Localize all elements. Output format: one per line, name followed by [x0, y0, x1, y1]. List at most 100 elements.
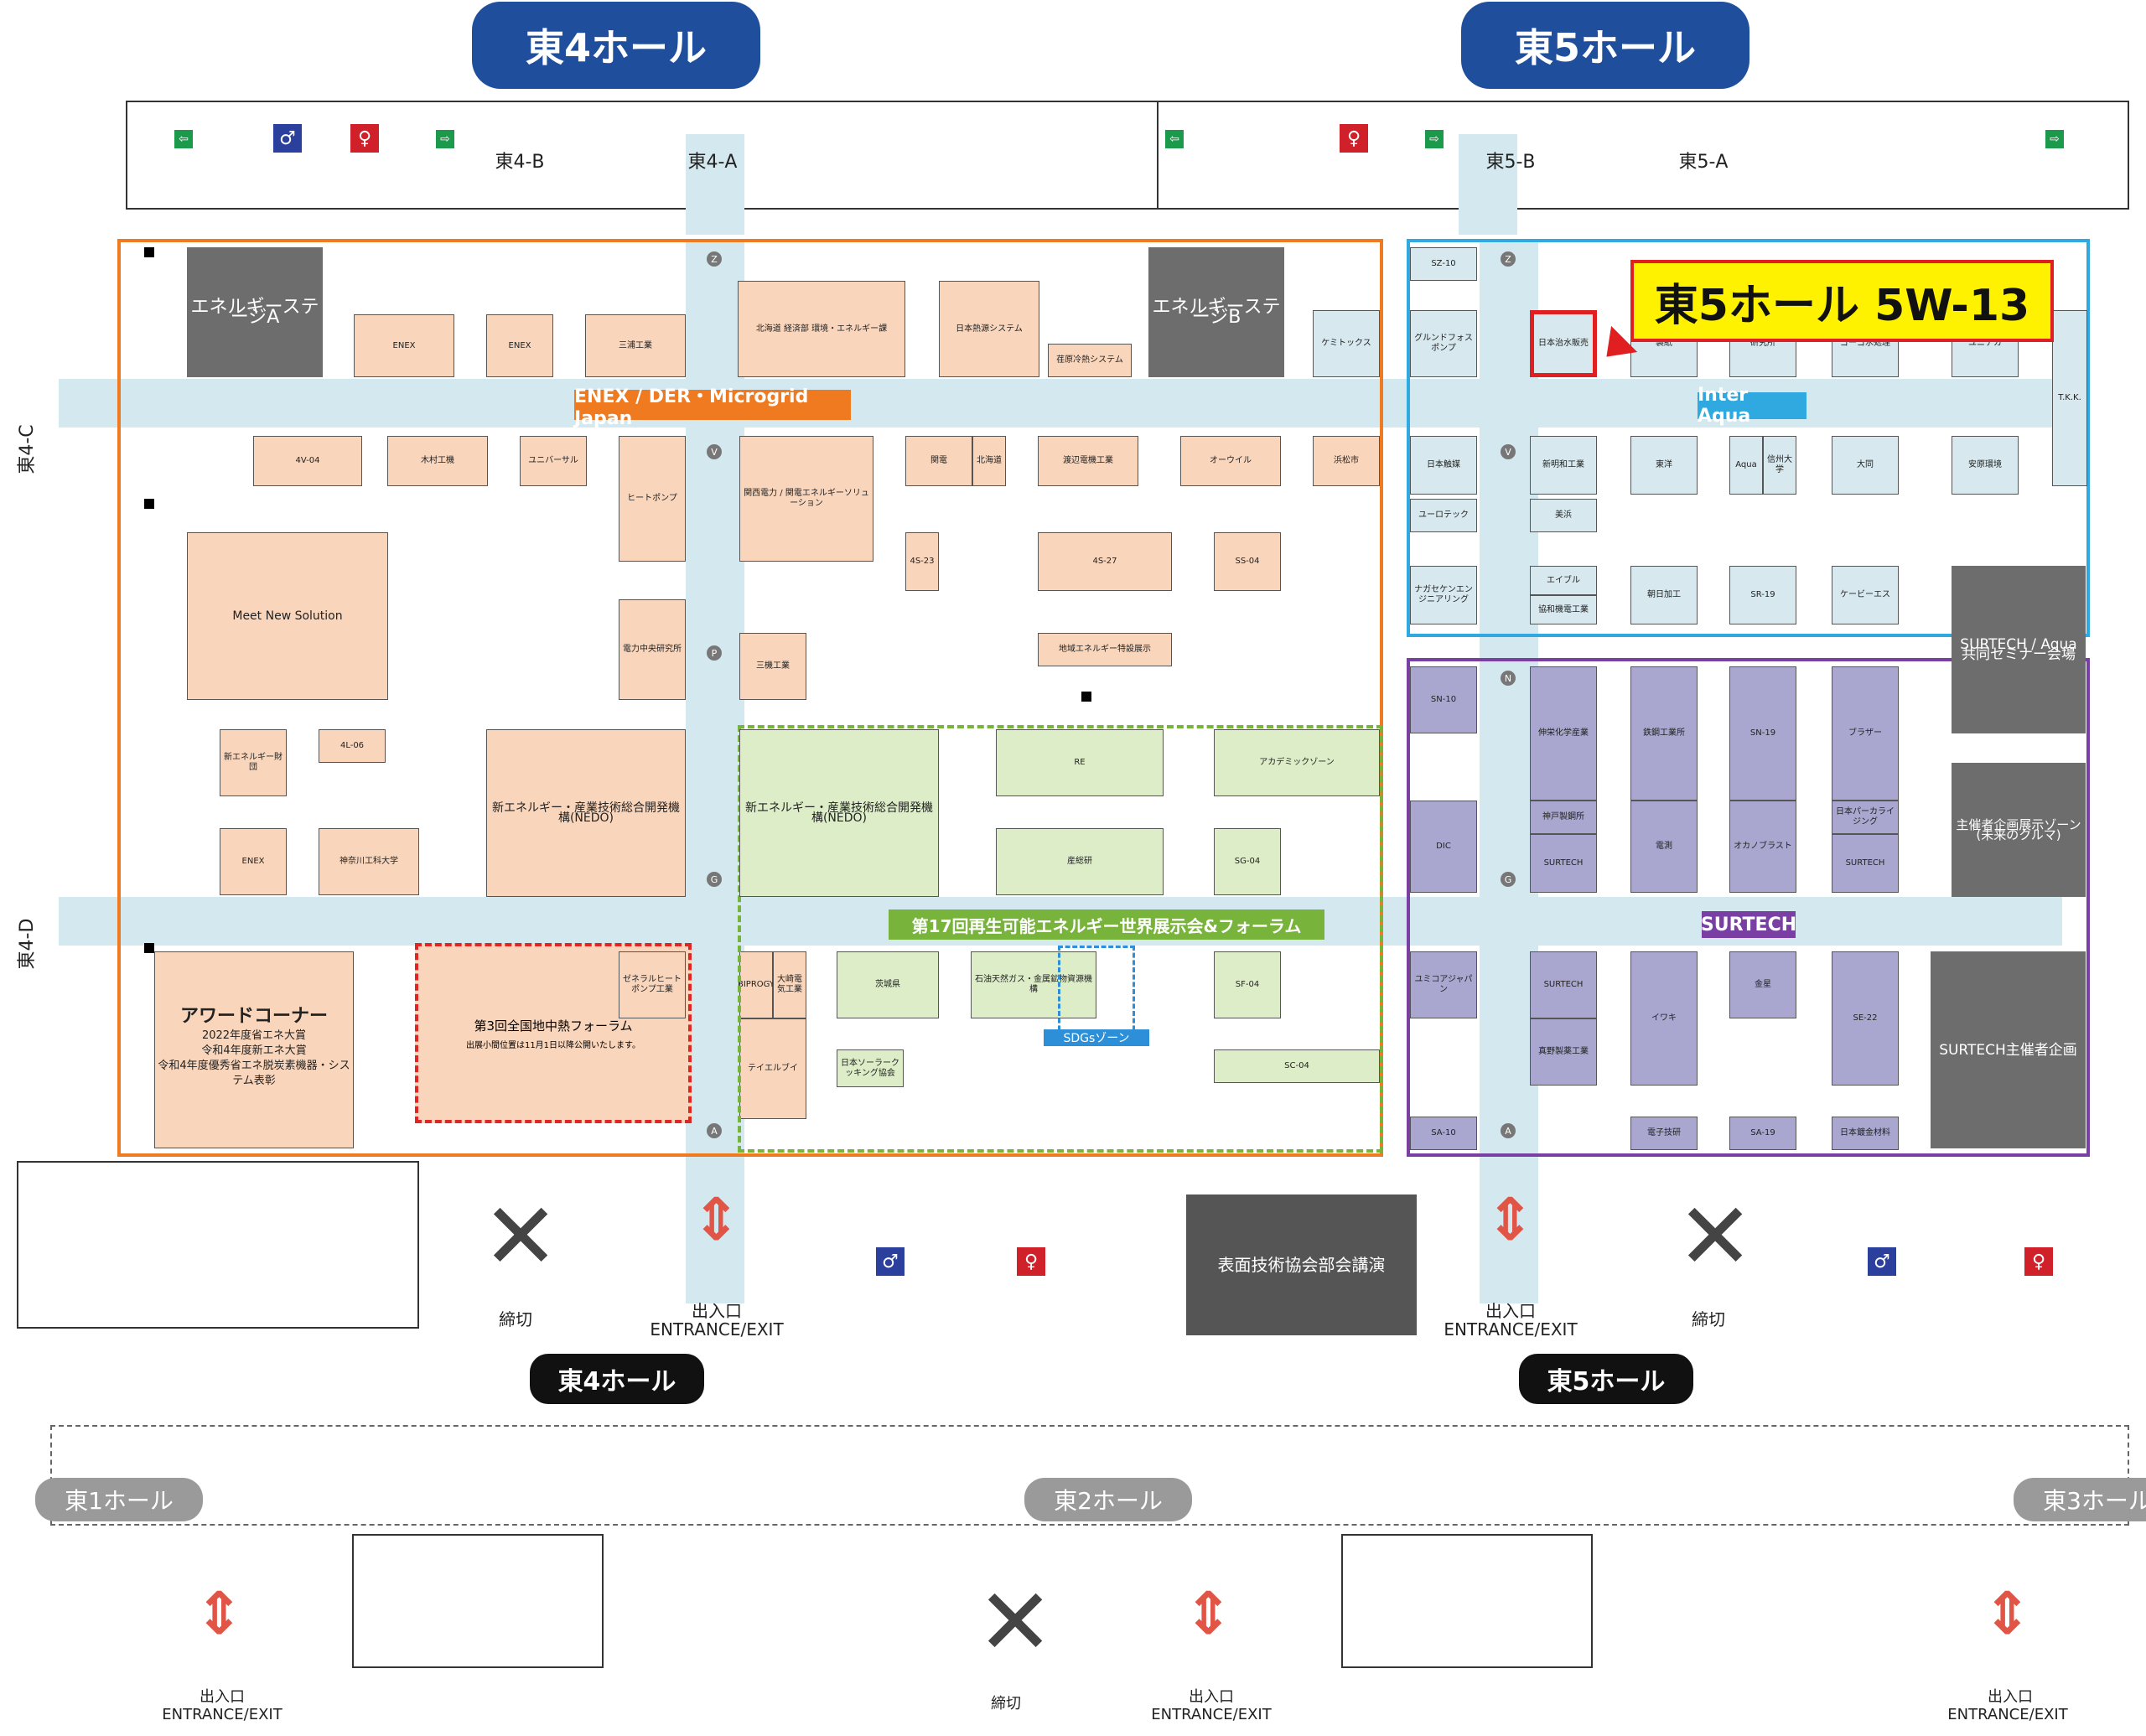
booth-4e-19[interactable]: 大崎電気工業 [773, 951, 806, 1018]
booth-re[interactable]: RE [996, 729, 1164, 796]
aisle-letter-v5: V [1501, 444, 1516, 459]
booth-5v-04[interactable]: オーウイル [1180, 436, 1281, 486]
booth-4w-18[interactable]: 北海道 経済部 環境・エネルギー課 [738, 281, 905, 377]
booth-5c-13[interactable]: 真野製薬工業 [1530, 1018, 1597, 1086]
booth-4v-04[interactable]: 4V-04 [253, 436, 362, 486]
female-toilet-icon: ♀ [1017, 1247, 1045, 1276]
male-toilet-icon: ♂ [876, 1247, 905, 1276]
booth-5w-10[interactable]: グルンドフォスポンプ [1410, 310, 1477, 377]
booth-5u-13[interactable]: 新明和工業 [1530, 436, 1597, 495]
booth-4p-27[interactable]: 地域エネルギー特設展示 [1038, 633, 1172, 666]
booth-4e-18[interactable]: BIPROGY [738, 951, 775, 1018]
booth-5g-13[interactable]: SURTECH [1530, 834, 1597, 893]
booth-4e-21[interactable]: 茨城県 [837, 951, 939, 1018]
booth-4e-25[interactable]: 石油天然ガス・金属鉱物資源機構 [971, 951, 1096, 1018]
booth-4u-12[interactable]: ユニバーサル [520, 436, 587, 486]
booth-sc-04[interactable]: SC-04 [1214, 1049, 1380, 1083]
booth-4g-25[interactable]: 産総研 [996, 828, 1164, 895]
entrance-en: ENTRANCE/EXIT [650, 1319, 784, 1340]
booth-5a-22[interactable]: 日本鍍金材料 [1832, 1117, 1899, 1150]
booth-5u-25[interactable]: 安原環境 [1952, 436, 2019, 495]
booth-5u-19[interactable]: Aqua [1729, 436, 1763, 495]
booth-5a-19[interactable]: SA-19 [1729, 1117, 1796, 1150]
booth-5e-22[interactable]: SE-22 [1832, 951, 1899, 1086]
booth-4c-21[interactable]: 日本ソーラークッキング協会 [837, 1049, 904, 1087]
booth-5q-13[interactable]: 協和機電工業 [1530, 595, 1597, 624]
booth-5n-13[interactable]: 伸栄化学産業 [1530, 666, 1597, 801]
booth-4r-18[interactable]: 関西電力 / 関電エネルギーソリューション [739, 436, 873, 562]
booth-5n-16[interactable]: 鉄鋼工業所 [1630, 666, 1698, 801]
booth-4w-11[interactable]: ENEX [486, 314, 553, 377]
booth-5t-07[interactable]: 浜松市 [1313, 436, 1380, 486]
booth-5n-10[interactable]: SN-10 [1410, 666, 1477, 733]
pillar [144, 499, 154, 509]
booth-5r-10[interactable]: ナガセケンエンジニアリング [1410, 566, 1477, 624]
booth-4u-23[interactable]: 関電 [905, 436, 972, 486]
booth-5e-19[interactable]: 金星 [1729, 951, 1796, 1018]
booth-5r-22[interactable]: ケービーエス [1832, 566, 1899, 624]
entrance-arrow-icon: ⇕ [1184, 1579, 1233, 1648]
booth-5r-13[interactable]: エイブル [1530, 566, 1597, 595]
booth-4l-03[interactable]: 新エネルギー財団 [220, 729, 287, 796]
booth-5u-20[interactable]: 信州大学 [1763, 436, 1796, 495]
female-toilet-icon: ♀ [1340, 124, 1368, 153]
booth-4w-14[interactable]: 三浦工業 [585, 314, 686, 377]
booth-5u-16[interactable]: 東洋 [1630, 436, 1698, 495]
booth-5j-22[interactable]: 日本パーカライジング [1832, 801, 1899, 834]
booth-4l-06[interactable]: 4L-06 [319, 729, 386, 763]
organizer-exhibit-zone: 主催者企画展示ゾーン (未来のクルマ) [1952, 763, 2086, 897]
booth-4w-28[interactable]: 荏原冷熱システム [1048, 344, 1132, 377]
booth-5t-13[interactable]: 美浜 [1530, 499, 1597, 532]
booth-5u-22[interactable]: 大同 [1832, 436, 1899, 495]
booth-4u-25[interactable]: 北海道 [972, 436, 1006, 486]
booth-5w-07[interactable]: ケミトックス [1313, 310, 1380, 377]
booth-5s-04[interactable]: SS-04 [1214, 532, 1281, 591]
booth-5a-16[interactable]: 電子技研 [1630, 1117, 1698, 1150]
booth-5j-13[interactable]: 神戸製鋼所 [1530, 801, 1597, 834]
booth-4n-02[interactable]: Meet New Solution [187, 532, 388, 700]
entrance-en: ENTRANCE/EXIT [1151, 1706, 1272, 1723]
booth-5a-10[interactable]: SA-10 [1410, 1117, 1477, 1150]
booth-5z-10[interactable]: SZ-10 [1410, 247, 1477, 281]
booth-5w-28[interactable]: T.K.K. [2052, 310, 2087, 486]
booth-5j-19[interactable]: オカノブラスト [1729, 801, 1796, 893]
booth-4w-24[interactable]: 日本熱源システム [939, 281, 1039, 377]
aisle-letter-a: A [707, 1123, 722, 1138]
entrance-en: ENTRANCE/EXIT [1444, 1319, 1578, 1340]
booth-4g-11[interactable]: 新エネルギー・産業技術総合開発機構(NEDO) [486, 729, 686, 897]
booth-5u-10[interactable]: 日本触媒 [1410, 436, 1477, 495]
booth-4g-06[interactable]: 神奈川工科大学 [319, 828, 419, 895]
entrance-arrow-icon: ⇕ [692, 1185, 741, 1254]
booth-5w-13[interactable]: 日本治水販売 [1530, 310, 1597, 377]
booth-4n-15[interactable]: 電力中央研究所 [619, 599, 686, 700]
pillar [1081, 692, 1091, 702]
emergency-exit-icon: ⇨ [2045, 130, 2064, 148]
booth-4v-08[interactable]: 木村工機 [387, 436, 488, 486]
booth-5e-10[interactable]: ユミコアジャパン [1410, 951, 1477, 1018]
booth-5e-13[interactable]: SURTECH [1530, 951, 1597, 1018]
entrance-arrow-icon: ⇕ [1485, 1185, 1535, 1254]
booth-5j-10[interactable]: DIC [1410, 801, 1477, 893]
booth-5g-22[interactable]: SURTECH [1832, 834, 1899, 893]
booth-4w-07[interactable]: ENEX [354, 314, 454, 377]
booth-4s-15[interactable]: ヒートポンプ [619, 436, 686, 562]
booth-5j-16[interactable]: 電測 [1630, 801, 1698, 893]
booth-5r-19[interactable]: SR-19 [1729, 566, 1796, 624]
geothermal-title: 第3回全国地中熱フォーラム [474, 1018, 633, 1034]
academic-zone[interactable]: アカデミックゾーン [1214, 729, 1380, 796]
booth-4s-22[interactable]: 4S-23 [905, 532, 939, 591]
booth-5e-16[interactable]: イワキ [1630, 951, 1698, 1086]
emergency-exit-icon: ⇨ [436, 130, 454, 148]
booth-5n-22[interactable]: ブラザー [1832, 666, 1899, 801]
booth-4e-15[interactable]: ゼネラルヒートポンプ工業 [619, 951, 686, 1018]
booth-sf-04[interactable]: SF-04 [1214, 951, 1281, 1018]
booth-sg-04[interactable]: SG-04 [1214, 828, 1281, 895]
booth-5r-16[interactable]: 朝日加工 [1630, 566, 1698, 624]
booth-4s-27[interactable]: 4S-27 [1038, 532, 1172, 591]
booth-5t-10[interactable]: ユーロテック [1410, 499, 1477, 532]
booth-4n-18[interactable]: 三機工業 [739, 633, 806, 700]
booth-4g-03[interactable]: ENEX [220, 828, 287, 895]
booth-4v-27[interactable]: 渡辺電機工業 [1038, 436, 1138, 486]
booth-4g-18[interactable]: 新エネルギー・産業技術総合開発機構(NEDO) [739, 729, 939, 897]
booth-5n-19[interactable]: SN-19 [1729, 666, 1796, 801]
